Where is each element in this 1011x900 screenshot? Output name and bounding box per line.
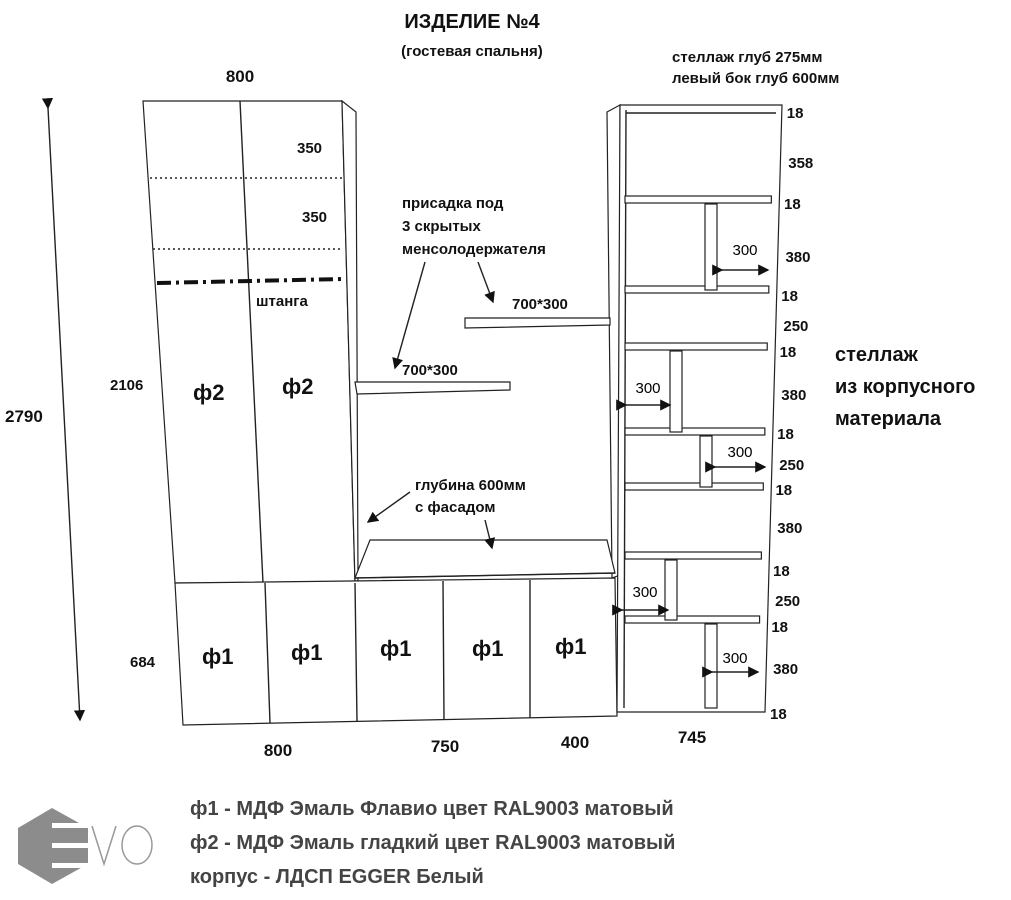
depth-note: с фасадом — [415, 499, 495, 516]
depth-note: глубина 600мм — [415, 477, 526, 494]
section-height-1: 350 — [297, 140, 322, 157]
facade-label: ф1 — [202, 644, 234, 669]
side-label: стеллаж — [835, 344, 919, 366]
legend-line: корпус - ЛДСП EGGER Белый — [190, 866, 484, 888]
bookcase-height-label: 380 — [777, 520, 802, 537]
facade-label: ф2 — [282, 374, 314, 399]
bookcase-height-label: 18 — [770, 706, 787, 723]
bookcase-height-label: 380 — [781, 387, 806, 404]
side-label: материала — [835, 408, 942, 430]
bookcase-divider — [699, 435, 713, 488]
rod-label: штанга — [256, 293, 308, 310]
bookcase-shelf — [624, 427, 766, 436]
niche-width-label: 300 — [632, 584, 657, 601]
bookcase-height-label: 18 — [775, 482, 792, 499]
bottom-width-label: 750 — [431, 737, 459, 756]
shelf-size-lower: 700*300 — [402, 362, 458, 379]
niche-width-label: 300 — [635, 380, 660, 397]
bookcase-height-label: 250 — [783, 318, 808, 335]
height-dimension-arrow — [41, 97, 86, 722]
pointer-arrow — [392, 261, 426, 370]
bookcase — [616, 104, 783, 713]
bookcase-height-label: 18 — [784, 196, 801, 213]
shelf-note-line: 3 скрытых — [402, 218, 481, 235]
bookcase-height-label: 18 — [787, 105, 804, 122]
lower-cabinets — [174, 577, 618, 726]
upper-height-label: 2106 — [110, 377, 143, 394]
section-height-2: 350 — [302, 209, 327, 226]
facade-label: ф1 — [555, 634, 587, 659]
bookcase-shelf — [624, 615, 761, 624]
bookcase-height-label: 18 — [773, 563, 790, 580]
bookcase-shelf — [624, 342, 768, 351]
facade-label: ф1 — [380, 636, 412, 661]
bookcase-height-label: 380 — [773, 661, 798, 678]
title: ИЗДЕЛИЕ №4 — [404, 11, 540, 33]
bookcase-height-label: 380 — [785, 249, 810, 266]
bookcase-shelf — [624, 195, 772, 204]
bookcase-height-label: 18 — [781, 288, 798, 305]
facade-label: ф1 — [472, 636, 504, 661]
bookcase-height-label: 250 — [779, 457, 804, 474]
side-label: из корпусного — [835, 376, 975, 398]
hanging-rod — [156, 277, 343, 285]
bookcase-divider — [664, 559, 678, 621]
niche-width-label: 300 — [722, 650, 747, 667]
legend-line: ф2 - МДФ Эмаль гладкий цвет RAL9003 мато… — [190, 832, 675, 854]
bookcase-divider — [704, 203, 718, 291]
bookcase-height-label: 18 — [777, 426, 794, 443]
total-height-label: 2790 — [5, 407, 43, 426]
shelf-upper — [464, 317, 611, 329]
bookcase-divider — [704, 623, 718, 709]
bookcase-shelf — [624, 482, 764, 491]
facade-label: ф2 — [193, 380, 225, 405]
legend-line: ф1 - МДФ Эмаль Флавио цвет RAL9003 матов… — [190, 798, 674, 820]
upper-wardrobe — [142, 99, 359, 585]
pointer-arrow — [477, 261, 495, 304]
subtitle: (гостевая спальня) — [401, 43, 543, 60]
bottom-width-label: 745 — [678, 728, 706, 747]
bookcase-divider — [669, 350, 683, 433]
bookcase-height-label: 358 — [788, 155, 813, 172]
pointer-arrow — [484, 519, 496, 550]
bookcase-height-label: 250 — [775, 593, 800, 610]
bookcase-shelf — [624, 551, 762, 560]
evo-logo — [18, 808, 153, 884]
bookcase-shelf — [624, 285, 770, 294]
niche-width-label: 300 — [727, 444, 752, 461]
niche-width-label: 300 — [732, 242, 757, 259]
middle-niche — [354, 103, 621, 579]
shelf-note-line: менсолодержателя — [402, 241, 546, 258]
bottom-width-label: 400 — [561, 733, 589, 752]
lower-height-label: 684 — [130, 654, 156, 671]
top-width-label: 800 — [226, 67, 254, 86]
bottom-width-label: 800 — [264, 741, 292, 760]
shelf-size-upper: 700*300 — [512, 296, 568, 313]
bookcase-height-label: 18 — [771, 619, 788, 636]
bookcase-height-label: 18 — [780, 344, 797, 361]
note-depth-side: левый бок глуб 600мм — [672, 70, 839, 87]
facade-label: ф1 — [291, 640, 323, 665]
shelf-note-line: присадка под — [402, 195, 504, 212]
shelf-lower — [354, 381, 511, 395]
pointer-arrow — [366, 491, 411, 523]
note-depth-bookcase: стеллаж глуб 275мм — [672, 49, 822, 66]
